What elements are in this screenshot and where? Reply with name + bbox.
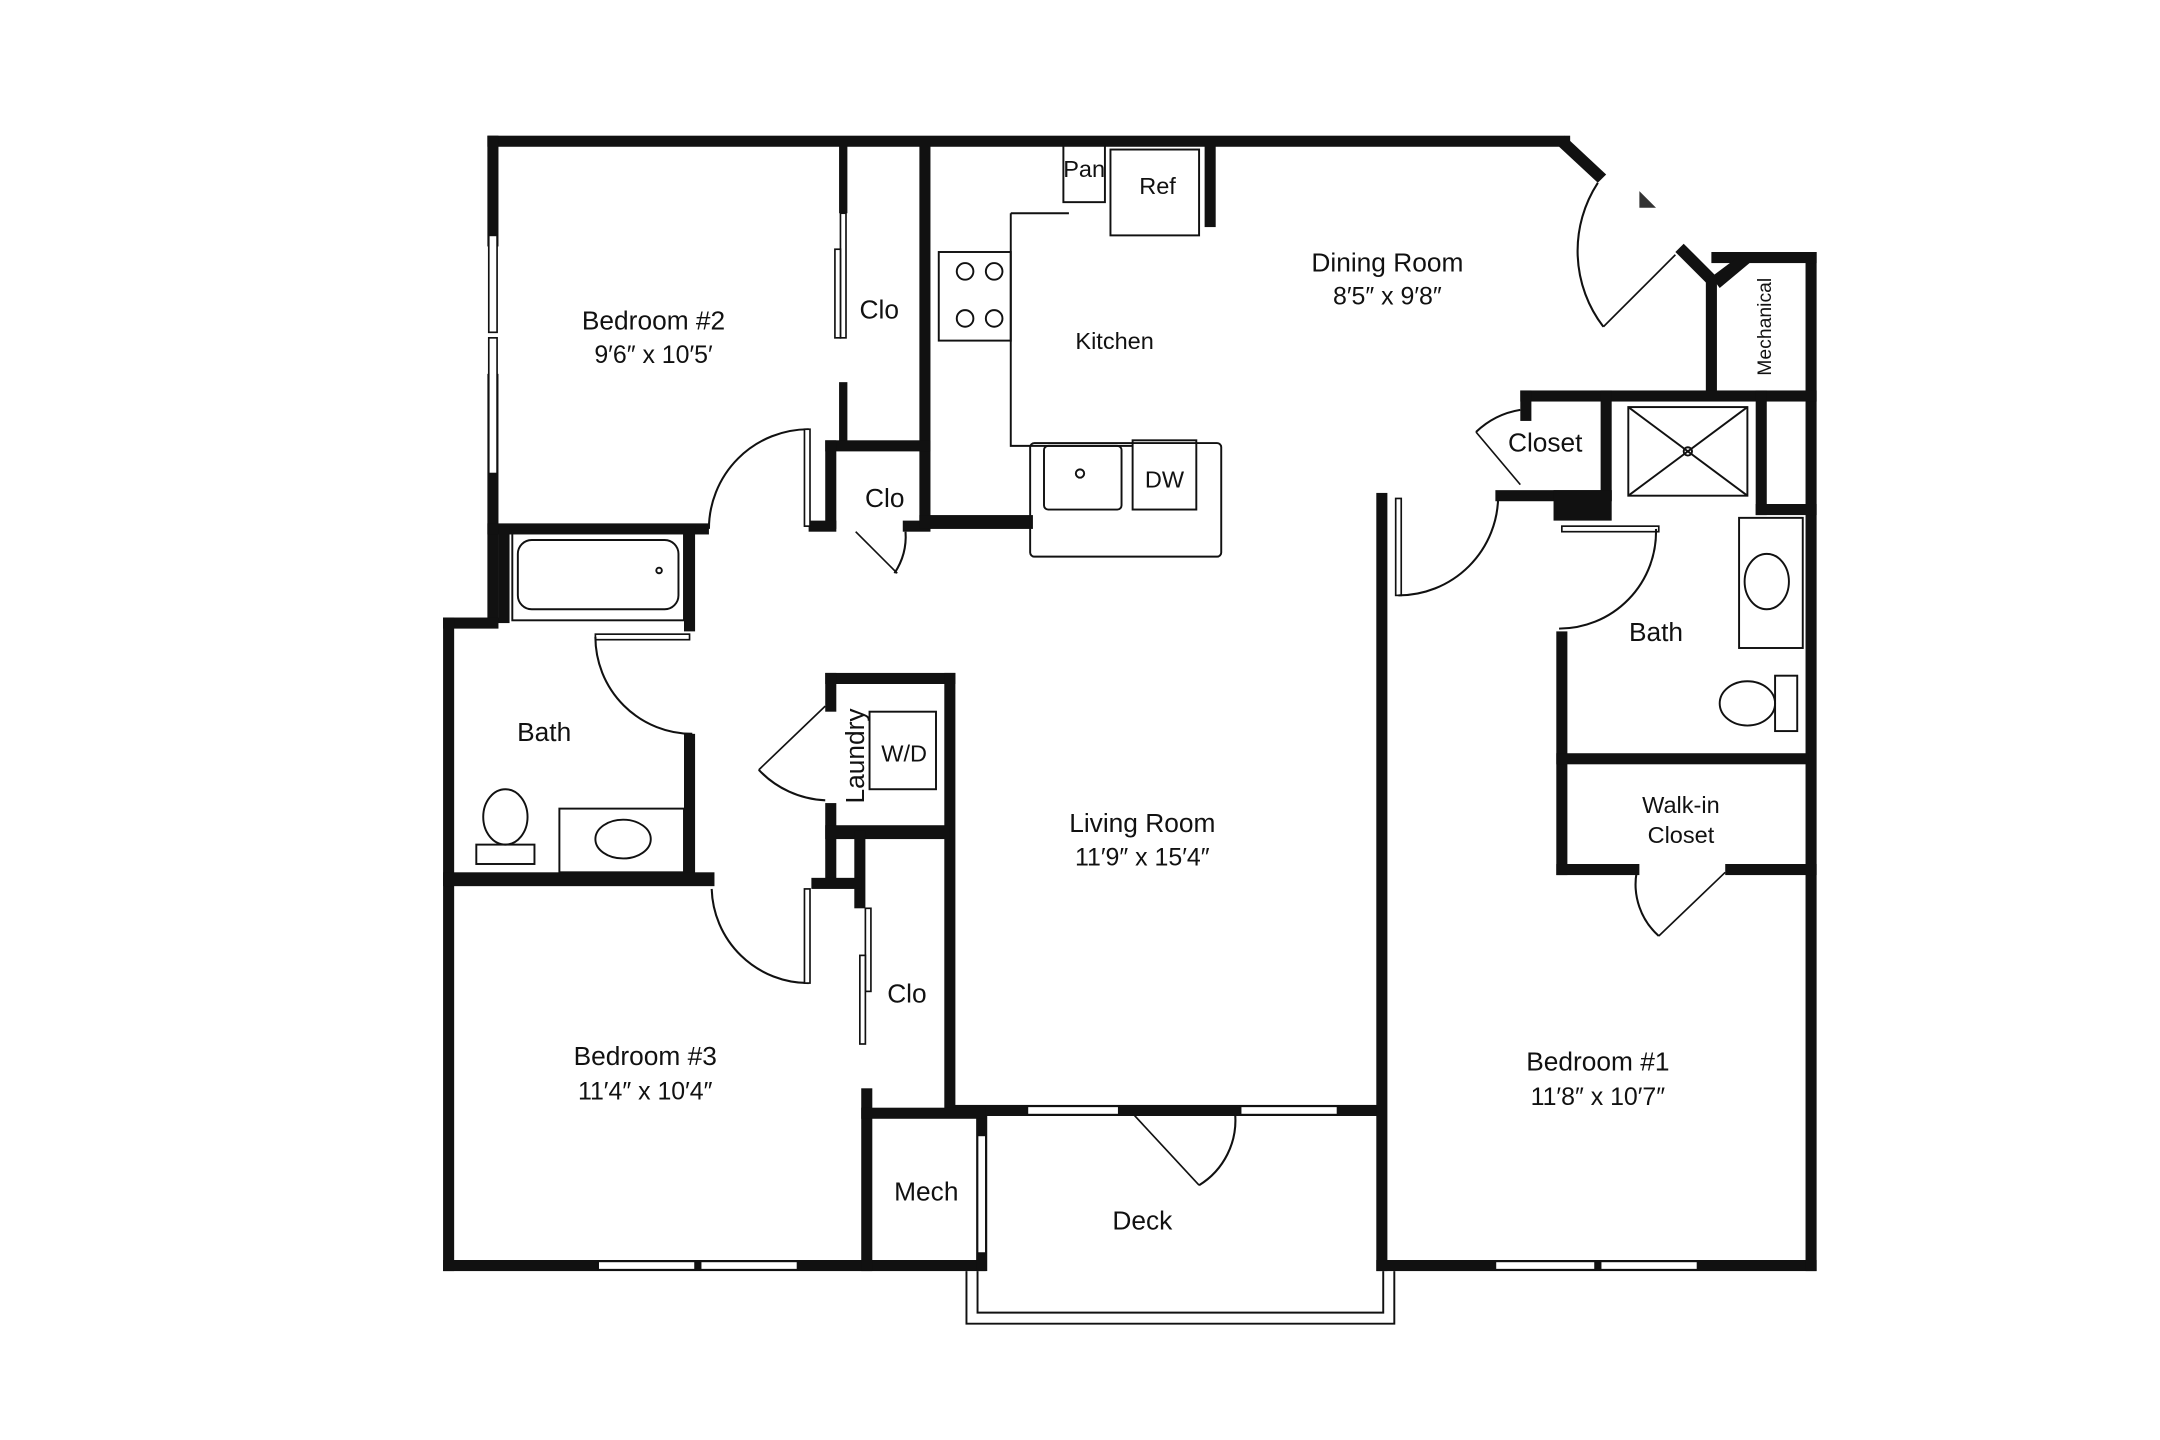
toilet-icon-master [1718, 674, 1799, 733]
kitchen-sink-icon [1043, 444, 1123, 511]
room-name-pantry: Pan [1063, 156, 1105, 182]
room-name-dw: DW [1145, 466, 1185, 492]
exterior-walls [443, 135, 1817, 1325]
stove-icon [937, 251, 1012, 342]
toilet-icon-hall [475, 788, 536, 865]
room-name-living: Living Room [1069, 808, 1215, 838]
room-name-dining: Dining Room [1311, 247, 1463, 277]
doors [594, 182, 1726, 1187]
room-dimensions-bedroom3: 11′4″ x 10′4″ [578, 1077, 713, 1105]
room-dimensions-bedroom2: 9′6″ x 10′5′ [594, 341, 713, 369]
room-name-bath-hall: Bath [517, 717, 571, 747]
room-name-clo-bed3: Clo [887, 978, 926, 1008]
room-name-walkin: Walk-in [1642, 792, 1720, 818]
room-name-walkin-closet: Closet [1648, 822, 1715, 848]
interior-walls [443, 144, 1817, 1272]
room-dimensions-dining: 8′5″ x 9′8″ [1333, 283, 1442, 311]
sink-icon-master [1738, 516, 1804, 649]
room-name-deck: Deck [1112, 1206, 1173, 1236]
room-labels: Bedroom #2 9′6″ x 10′5′ Clo Clo Kitchen … [517, 156, 1776, 1235]
room-name-clo-bed2: Clo [859, 294, 898, 324]
bathtub-icon [511, 530, 685, 622]
room-name-bedroom2: Bedroom #2 [582, 306, 725, 336]
washer-dryer [868, 710, 937, 791]
room-name-wd: W/D [881, 741, 927, 767]
sink-icon-hall [558, 807, 685, 874]
room-name-bedroom3: Bedroom #3 [574, 1041, 717, 1071]
room-name-mech: Mech [894, 1176, 958, 1206]
room-name-ref: Ref [1139, 173, 1176, 199]
room-name-closet-master: Closet [1508, 427, 1583, 457]
room-name-laundry: Laundry [840, 708, 870, 804]
room-name-bath-master: Bath [1629, 617, 1683, 647]
room-name-mechanical: Mechanical [1754, 278, 1776, 376]
room-name-kitchen: Kitchen [1075, 328, 1153, 354]
room-dimensions-living: 11′9″ x 15′4″ [1075, 843, 1210, 871]
fixtures [475, 143, 1804, 874]
room-dimensions-bedroom1: 11′8″ x 10′7″ [1531, 1083, 1666, 1111]
room-name-bedroom1: Bedroom #1 [1526, 1046, 1669, 1076]
room-name-clo-hall: Clo [865, 483, 904, 513]
shower-icon [1627, 406, 1749, 497]
